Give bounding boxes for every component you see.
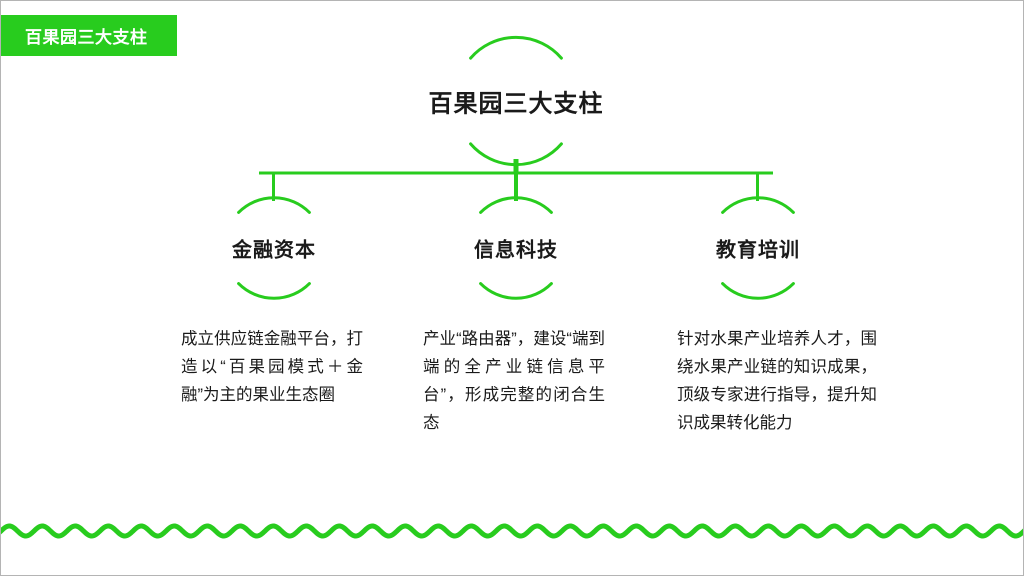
child-arc-bottom-right <box>721 282 795 300</box>
root-node-label: 百果园三大支柱 <box>428 90 604 118</box>
child-node-circle-left <box>237 196 311 300</box>
description-financial: 成立供应链金融平台，打造以“百果园模式＋金融”为主的果业生态圈 <box>181 330 363 404</box>
tree-connectors <box>259 159 773 201</box>
description-technology: 产业“路由器”，建设“端到端的全产业链信息平台”，形成完整的闭合生态 <box>423 330 605 432</box>
root-arc-top <box>469 35 563 60</box>
header-badge-label: 百果园三大支柱 <box>25 28 148 47</box>
child-node-label-education: 教育培训 <box>716 239 800 262</box>
child-arc-top-right <box>721 196 795 214</box>
child-arc-bottom-center <box>479 282 553 300</box>
child-arc-top-left <box>237 196 311 214</box>
child-node-circle-center <box>479 196 553 300</box>
footer-wave <box>1 523 1023 539</box>
child-arc-top-center <box>479 196 553 214</box>
header-badge: 百果园三大支柱 <box>1 15 177 56</box>
child-node-label-financial: 金融资本 <box>232 239 316 262</box>
child-node-label-technology: 信息科技 <box>474 239 558 262</box>
child-arc-bottom-left <box>237 282 311 300</box>
child-node-circle-right <box>721 196 795 300</box>
description-education: 针对水果产业培养人才，围绕水果产业链的知识成果，顶级专家进行指导，提升知识成果转… <box>677 330 877 432</box>
